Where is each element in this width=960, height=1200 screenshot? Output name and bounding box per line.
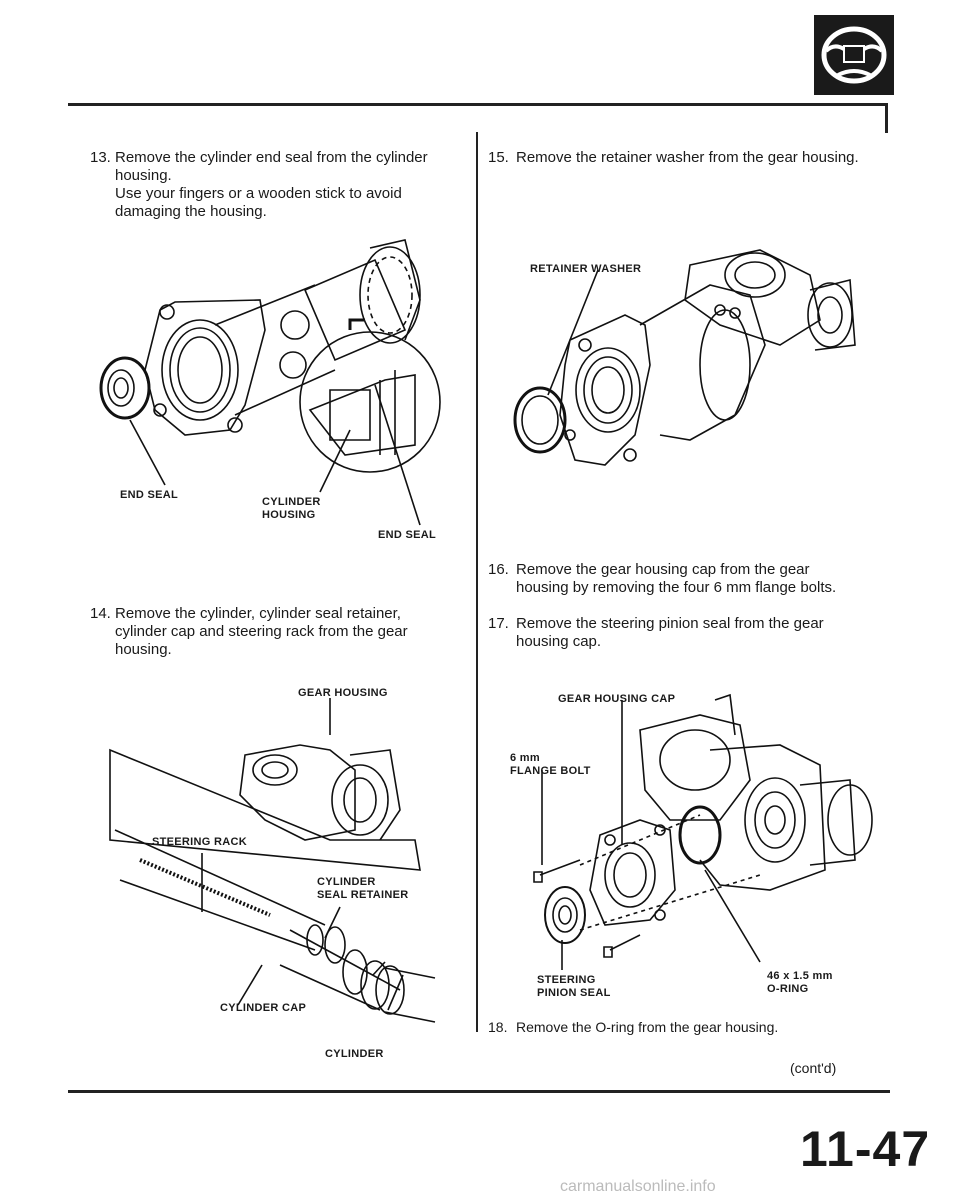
- label-end-seal: END SEAL: [120, 489, 179, 501]
- step-text-line: Use your fingers or a wooden stick to av…: [115, 185, 402, 202]
- step-text-line: Remove the gear housing cap from the gea…: [516, 561, 810, 578]
- label-cylinder-housing: CYLINDER HOUSING: [262, 496, 321, 522]
- step-text-line: housing.: [115, 167, 172, 184]
- step-number: 14.: [90, 605, 111, 622]
- label-line: 46 x 1.5 mm: [767, 970, 833, 982]
- label-end-seal: END SEAL: [378, 529, 437, 541]
- step-text-line: damaging the housing.: [115, 203, 267, 220]
- cylinder-end-seal-figure: [85, 230, 465, 540]
- label-line: HOUSING: [262, 509, 316, 521]
- step-text-line: Remove the retainer washer from the gear…: [516, 149, 859, 166]
- label-cylinder: CYLINDER: [325, 1048, 384, 1060]
- label-line: STEERING: [537, 974, 596, 986]
- label-line: 6 mm: [510, 752, 540, 764]
- label-steering-pinion-seal: STEERING PINION SEAL: [537, 974, 611, 1000]
- label-line: O-RING: [767, 983, 809, 995]
- step-text-line: housing cap.: [516, 633, 602, 650]
- step-text-line: Remove the O-ring from the gear housing.: [516, 1019, 779, 1035]
- step-number: 18.: [488, 1019, 508, 1035]
- continued-note: (cont'd): [790, 1060, 837, 1076]
- label-cylinder-cap: CYLINDER CAP: [220, 1002, 307, 1014]
- retainer-washer-figure: [510, 235, 870, 495]
- step-text-line: Remove the cylinder end seal from the cy…: [115, 149, 428, 166]
- steering-wheel-icon: [814, 15, 894, 95]
- gear-housing-cap-figure: [520, 690, 880, 990]
- label-line: PINION SEAL: [537, 987, 611, 999]
- column-divider: [476, 132, 478, 1032]
- step-number: 15.: [488, 149, 509, 166]
- page-number: 11-47: [800, 1121, 931, 1177]
- step-text-line: housing.: [115, 641, 172, 658]
- label-line: SEAL RETAINER: [317, 889, 409, 901]
- section-logo: [814, 15, 894, 95]
- label-line: CYLINDER: [317, 876, 376, 888]
- header-rule: [68, 103, 888, 106]
- step-number: 16.: [488, 561, 509, 578]
- step-text-line: Remove the cylinder, cylinder seal retai…: [115, 605, 401, 622]
- label-line: CYLINDER: [262, 496, 321, 508]
- label-gear-housing: GEAR HOUSING: [298, 687, 388, 699]
- watermark: carmanualsonline.info: [560, 1178, 716, 1195]
- label-steering-rack: STEERING RACK: [152, 836, 247, 848]
- footer-rule: [68, 1090, 890, 1093]
- label-cylinder-seal-retainer: CYLINDER SEAL RETAINER: [317, 876, 409, 902]
- label-o-ring: 46 x 1.5 mm O-RING: [767, 970, 833, 996]
- header-rule-end: [885, 103, 888, 133]
- step-number: 13.: [90, 149, 111, 166]
- step-text-line: housing by removing the four 6 mm flange…: [516, 579, 837, 596]
- step-text-line: cylinder cap and steering rack from the …: [115, 623, 408, 640]
- steering-rack-assembly-figure: [100, 700, 460, 1040]
- step-number: 17.: [488, 615, 509, 632]
- label-retainer-washer: RETAINER WASHER: [530, 263, 642, 275]
- label-flange-bolt: 6 mm FLANGE BOLT: [510, 752, 591, 778]
- label-line: FLANGE BOLT: [510, 765, 591, 777]
- label-gear-housing-cap: GEAR HOUSING CAP: [558, 693, 676, 705]
- step-text-line: Remove the steering pinion seal from the…: [516, 615, 824, 632]
